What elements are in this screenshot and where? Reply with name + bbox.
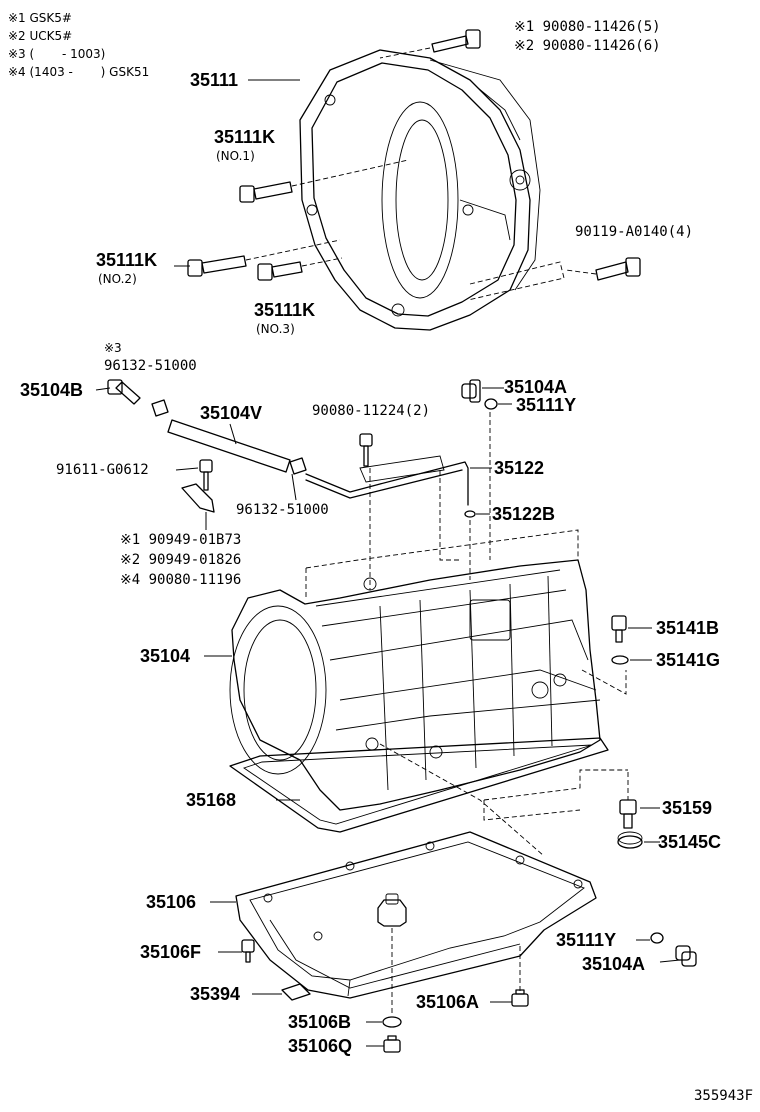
oring-122b-drawing [464, 510, 476, 518]
label-oring-122b: 35122B [492, 504, 555, 524]
label-transmission-case: 35104 [140, 646, 190, 666]
label-bolt-k2: 35111K [96, 250, 157, 270]
bolt-side-drawing [595, 257, 641, 281]
plug-a-top-drawing [461, 379, 481, 403]
pan-gasket-drawing [229, 737, 609, 833]
label-clamp-bottom: 96132-51000 [236, 502, 329, 518]
label-plug-159: 35159 [662, 798, 712, 818]
hose-drawing [167, 419, 291, 473]
plug-a-bottom-drawing [675, 945, 697, 967]
label-gasket-y-bottom: 35111Y [556, 930, 616, 950]
label-bolt-k3: 35111K [254, 300, 315, 320]
bolt-k1-drawing [239, 181, 293, 203]
label-plug-a-bottom: 35104A [582, 954, 645, 974]
plug-106a-drawing [511, 989, 529, 1007]
label-bolt-106f: 35106F [140, 942, 201, 962]
magnet-drawing [281, 983, 311, 1001]
label-note3: ※3 [104, 341, 122, 355]
plug-106q-drawing [383, 1035, 401, 1053]
label-magnet: 35394 [190, 984, 240, 1004]
label-bolt-top-1: ※1 90080-11426(5) [514, 19, 661, 35]
label-bolt-side: 90119-A0140(4) [575, 224, 693, 240]
bolt-k3-drawing [257, 261, 303, 281]
label-bolt-mid: 90080-11224(2) [312, 403, 430, 419]
label-gasket-141g: 35141G [656, 650, 720, 670]
label-union-b: 35104B [20, 380, 83, 400]
label-hose: 35104V [200, 403, 262, 423]
label-plug-a-top: 35104A [504, 377, 567, 397]
label-bolt-k3-sub: (NO.3) [256, 322, 295, 336]
oil-pan-drawing [235, 831, 597, 999]
notes-legend: ※1 GSK5# ※2 UCK5# ※3 ( - 1003) ※4 (1403 … [8, 11, 149, 79]
transmission-case-drawing [229, 559, 601, 811]
label-bolt-top-2: ※2 90080-11426(6) [514, 38, 661, 54]
label-bolt-141b: 35141B [656, 618, 719, 638]
gasket-141g-drawing [611, 655, 629, 665]
note-4: ※4 (1403 - ) GSK51 [8, 65, 149, 79]
label-bolt-k1-sub: (NO.1) [216, 149, 255, 163]
note-3: ※3 ( - 1003) [8, 47, 105, 61]
bolt-k2-drawing [187, 255, 247, 277]
note-1: ※1 GSK5# [8, 11, 72, 25]
bolt-106f-drawing [241, 939, 255, 963]
label-bolt-alt-1: ※1 90949-01B73 [120, 532, 241, 548]
label-gasket-y-top: 35111Y [516, 395, 576, 415]
union-35104b-drawing [107, 379, 141, 405]
gasket-106b-drawing [382, 1016, 402, 1028]
label-drawing-number: 355943F [694, 1088, 753, 1104]
label-pan-gasket: 35168 [186, 790, 236, 810]
label-bolt-alt-4: ※4 90080-11196 [120, 572, 241, 588]
label-bolt-k2-sub: (NO.2) [98, 272, 137, 286]
seal-145c-drawing [617, 831, 643, 849]
gasket-y-top-drawing [484, 398, 498, 410]
label-bolt-k1: 35111K [214, 127, 275, 147]
label-oil-pan: 35106 [146, 892, 196, 912]
label-bolt-alt-2: ※2 90949-01826 [120, 552, 241, 568]
label-plug-106q: 35106Q [288, 1036, 352, 1056]
bolt-91611-drawing [181, 459, 215, 513]
tube-drawing [305, 455, 469, 506]
gasket-y-bottom-drawing [650, 932, 664, 944]
plug-159-drawing [619, 799, 637, 829]
label-clamp-top: 96132-51000 [104, 358, 197, 374]
label-plug-106a: 35106A [416, 992, 479, 1012]
note-2: ※2 UCK5# [8, 29, 72, 43]
label-gasket-106b: 35106B [288, 1012, 351, 1032]
converter-housing-drawing [299, 49, 541, 331]
bolt-top-drawing [431, 29, 481, 53]
bolt-141b-drawing [611, 615, 627, 643]
label-tube: 35122 [494, 458, 544, 478]
clamp-top-drawing [151, 399, 169, 417]
label-housing: 35111 [190, 70, 238, 90]
bolt-mid-drawing [359, 433, 373, 467]
clamp-bottom-drawing [289, 457, 307, 475]
label-seal-145c: 35145C [658, 832, 721, 852]
label-bolt-91611: 91611-G0612 [56, 462, 149, 478]
labels: ※1 90080-11426(5) ※2 90080-11426(6) 3511… [20, 19, 753, 1104]
